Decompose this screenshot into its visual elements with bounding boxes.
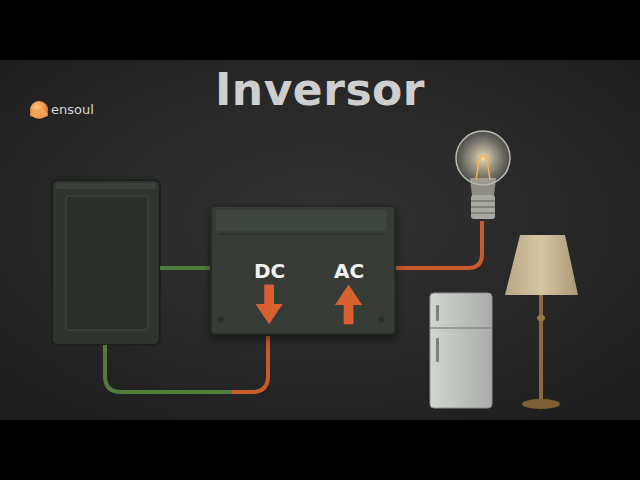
wire: [105, 345, 232, 392]
inverter-detail: [212, 207, 394, 333]
wire: [232, 336, 268, 392]
current-label: DC: [254, 259, 285, 283]
light-bulb: [456, 131, 510, 185]
floor-lamp: [522, 399, 560, 409]
filament: [476, 156, 490, 180]
fridge: [430, 293, 492, 408]
title: Inversor: [0, 64, 640, 115]
dc-arrow: [256, 285, 283, 325]
logo-icon: [30, 101, 48, 119]
source-box: [66, 196, 148, 330]
floor-lamp: [505, 235, 578, 295]
inverter-box: DC AC: [210, 205, 396, 335]
logo-text: ensoul: [51, 102, 94, 117]
wire: [160, 266, 212, 270]
source-box: [56, 183, 156, 189]
ac-arrow: [335, 285, 362, 325]
light-bulb: [470, 178, 496, 196]
source-box: [52, 180, 160, 345]
wire: [394, 221, 482, 268]
floor-lamp: [539, 295, 543, 401]
current-label: AC: [334, 259, 364, 283]
background: [0, 60, 640, 420]
bulb-base: [471, 195, 495, 219]
logo-icon: [30, 110, 48, 119]
